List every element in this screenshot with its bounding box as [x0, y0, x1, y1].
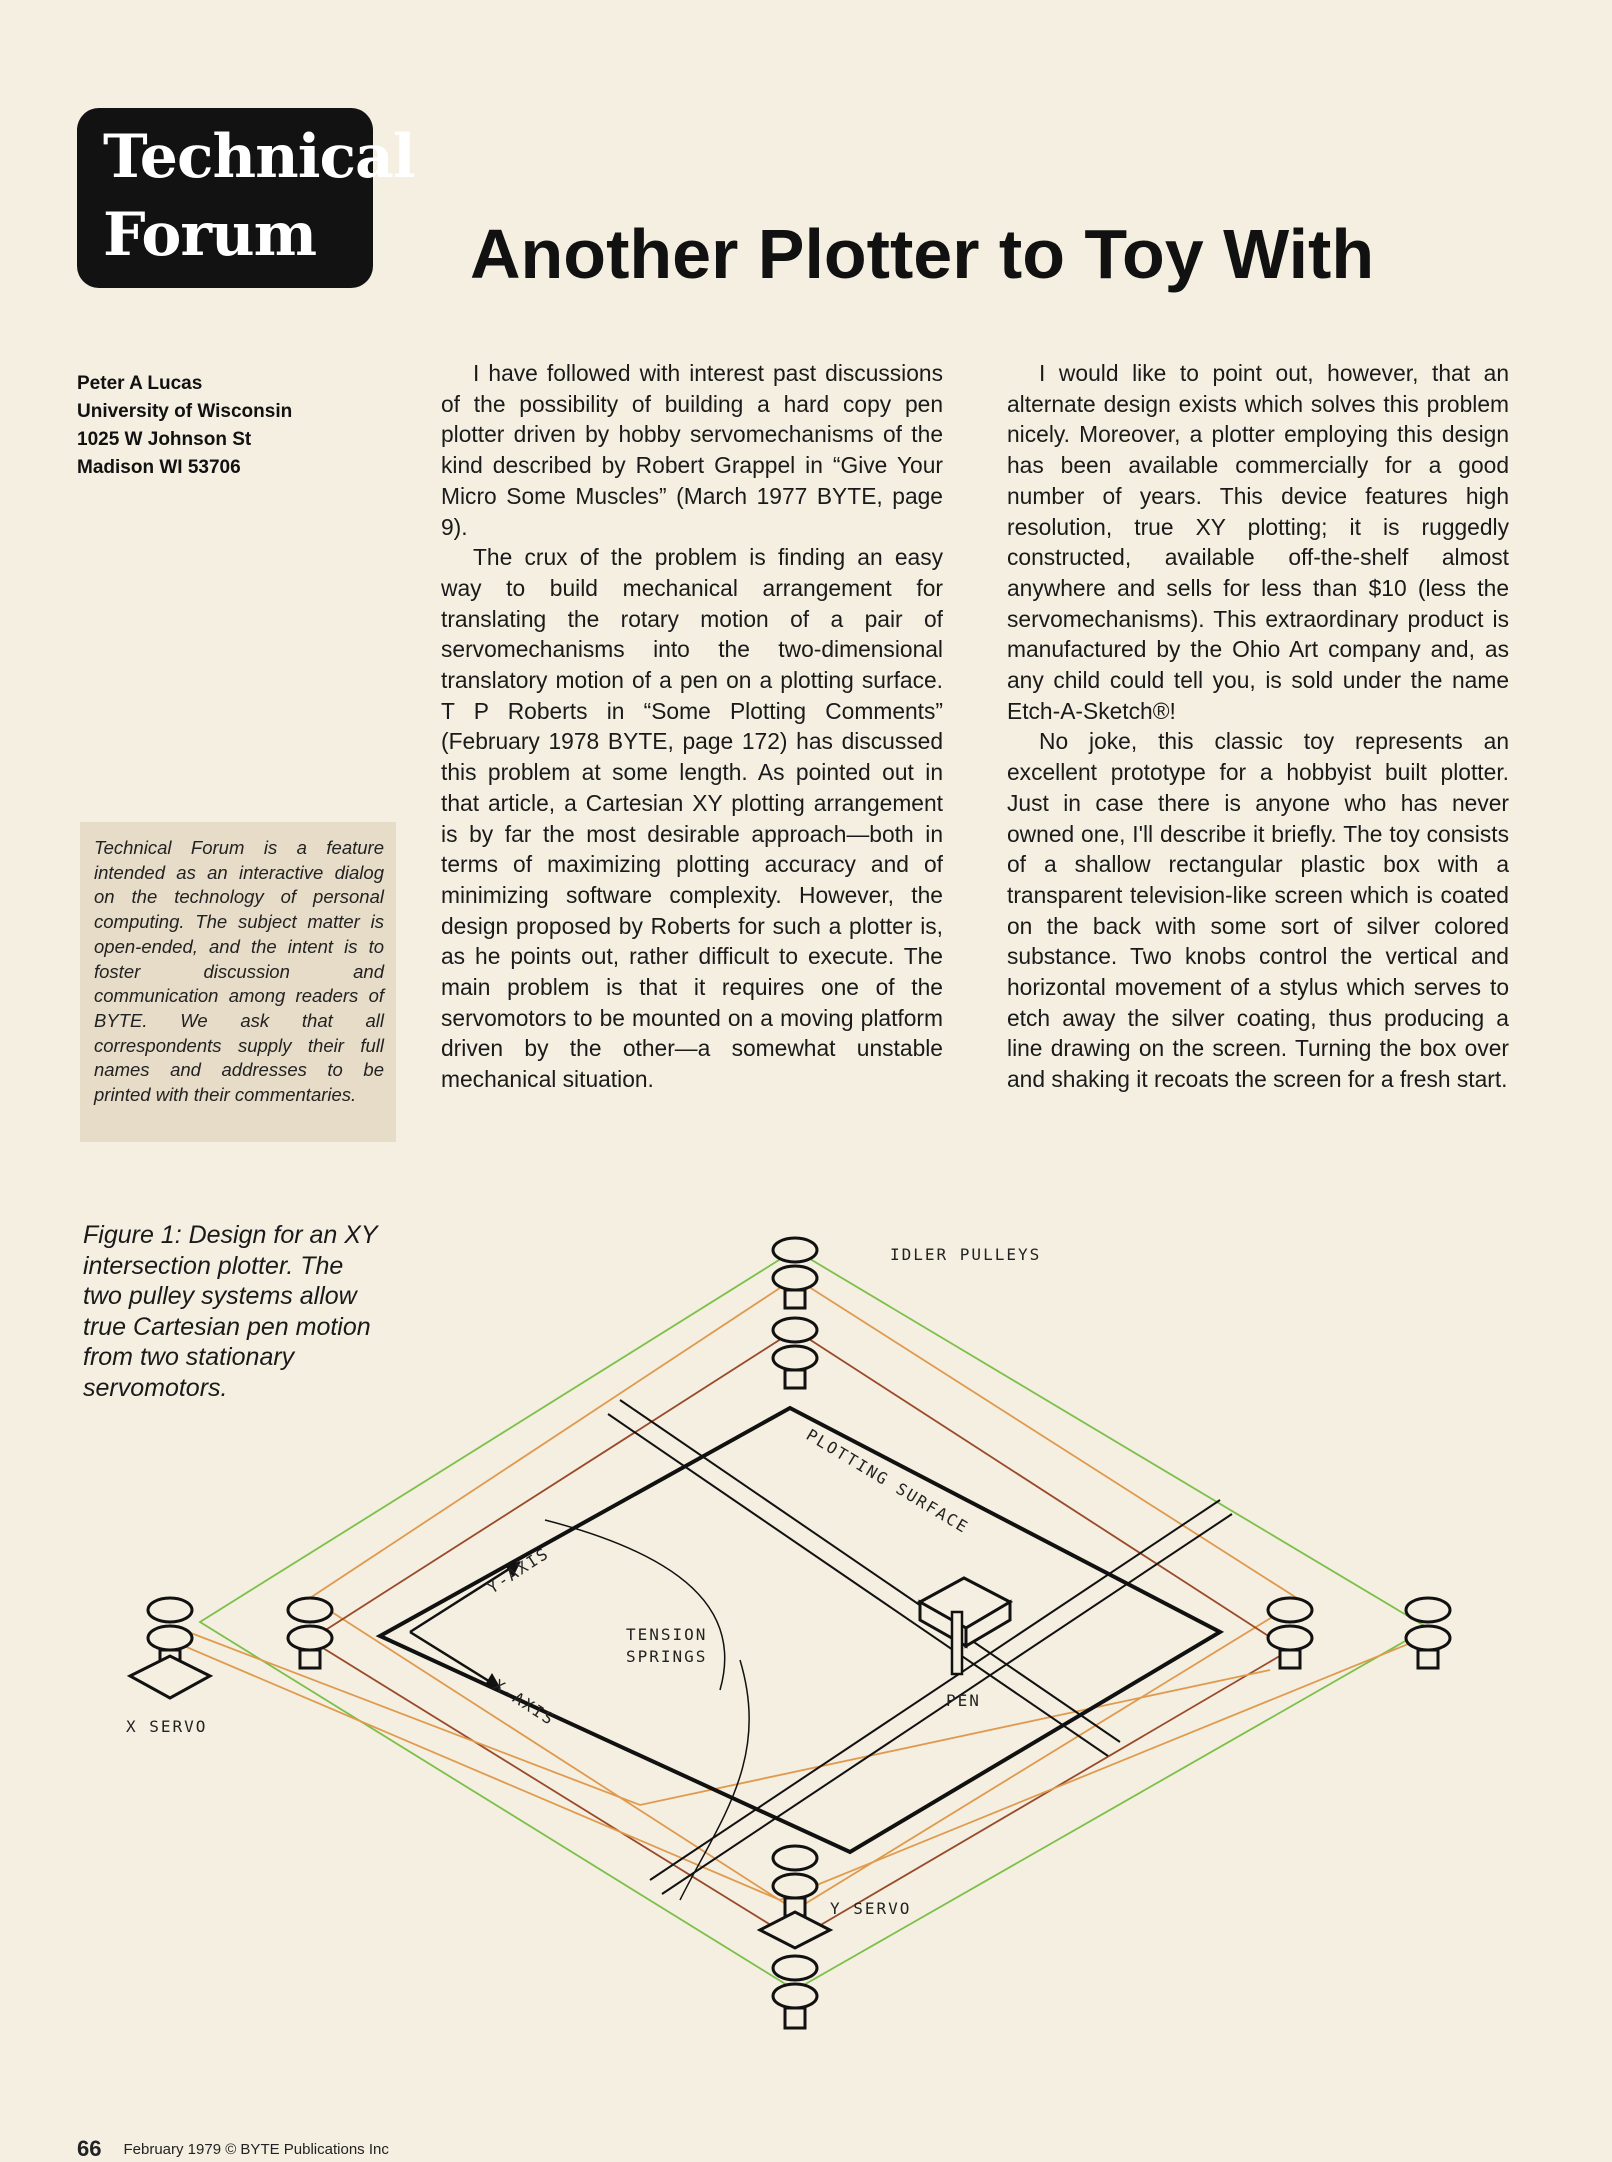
author-org: University of Wisconsin — [77, 401, 293, 422]
article-column-2: I would like to point out, however, that… — [1007, 358, 1509, 1095]
article-column-1: I have followed with interest past discu… — [441, 358, 943, 1095]
label-y-servo: Y SERVO — [830, 1899, 911, 1918]
pen-carriage — [916, 1576, 1014, 1676]
label-plotting-surface: PLOTTING SURFACE — [803, 1425, 972, 1537]
badge-line-2: Forum — [103, 200, 317, 270]
figure-caption: Figure 1: Design for an XY intersection … — [83, 1221, 378, 1402]
author-city: Madison WI 53706 — [77, 457, 241, 478]
badge-line-1: Technical — [103, 122, 416, 192]
article-title: Another Plotter to Toy With — [470, 215, 1375, 293]
paragraph: The crux of the problem is finding an ea… — [441, 544, 943, 1093]
forum-note-box: Technical Forum is a feature intended as… — [80, 822, 396, 1142]
plotting-surface — [375, 1399, 1233, 1901]
author-block: Peter A Lucas University of Wisconsin 10… — [77, 370, 292, 482]
section-badge: Technical Forum — [77, 108, 416, 288]
servo-motors — [126, 1596, 834, 1950]
label-tension-1: TENSION — [626, 1625, 707, 1644]
label-idler-pulleys: IDLER PULLEYS — [890, 1245, 1041, 1264]
label-x-servo: X SERVO — [126, 1717, 207, 1736]
idler-pulleys — [286, 1236, 1452, 2030]
author-name: Peter A Lucas — [77, 373, 203, 394]
page-number: 66 — [77, 2136, 102, 2161]
paragraph: I would like to point out, however, that… — [1007, 360, 1509, 724]
author-street: 1025 W Johnson St — [77, 429, 252, 450]
paragraph: I have followed with interest past discu… — [441, 360, 943, 540]
paragraph: No joke, this classic toy represents an … — [1007, 728, 1509, 1093]
footer-text: February 1979 © BYTE Publications Inc — [123, 2141, 389, 2158]
label-pen: PEN — [946, 1691, 981, 1710]
label-tension-2: SPRINGS — [626, 1647, 707, 1666]
page-footer: 66 February 1979 © BYTE Publications Inc — [77, 2136, 389, 2162]
forum-note-text: Technical Forum is a feature intended as… — [94, 837, 384, 1106]
